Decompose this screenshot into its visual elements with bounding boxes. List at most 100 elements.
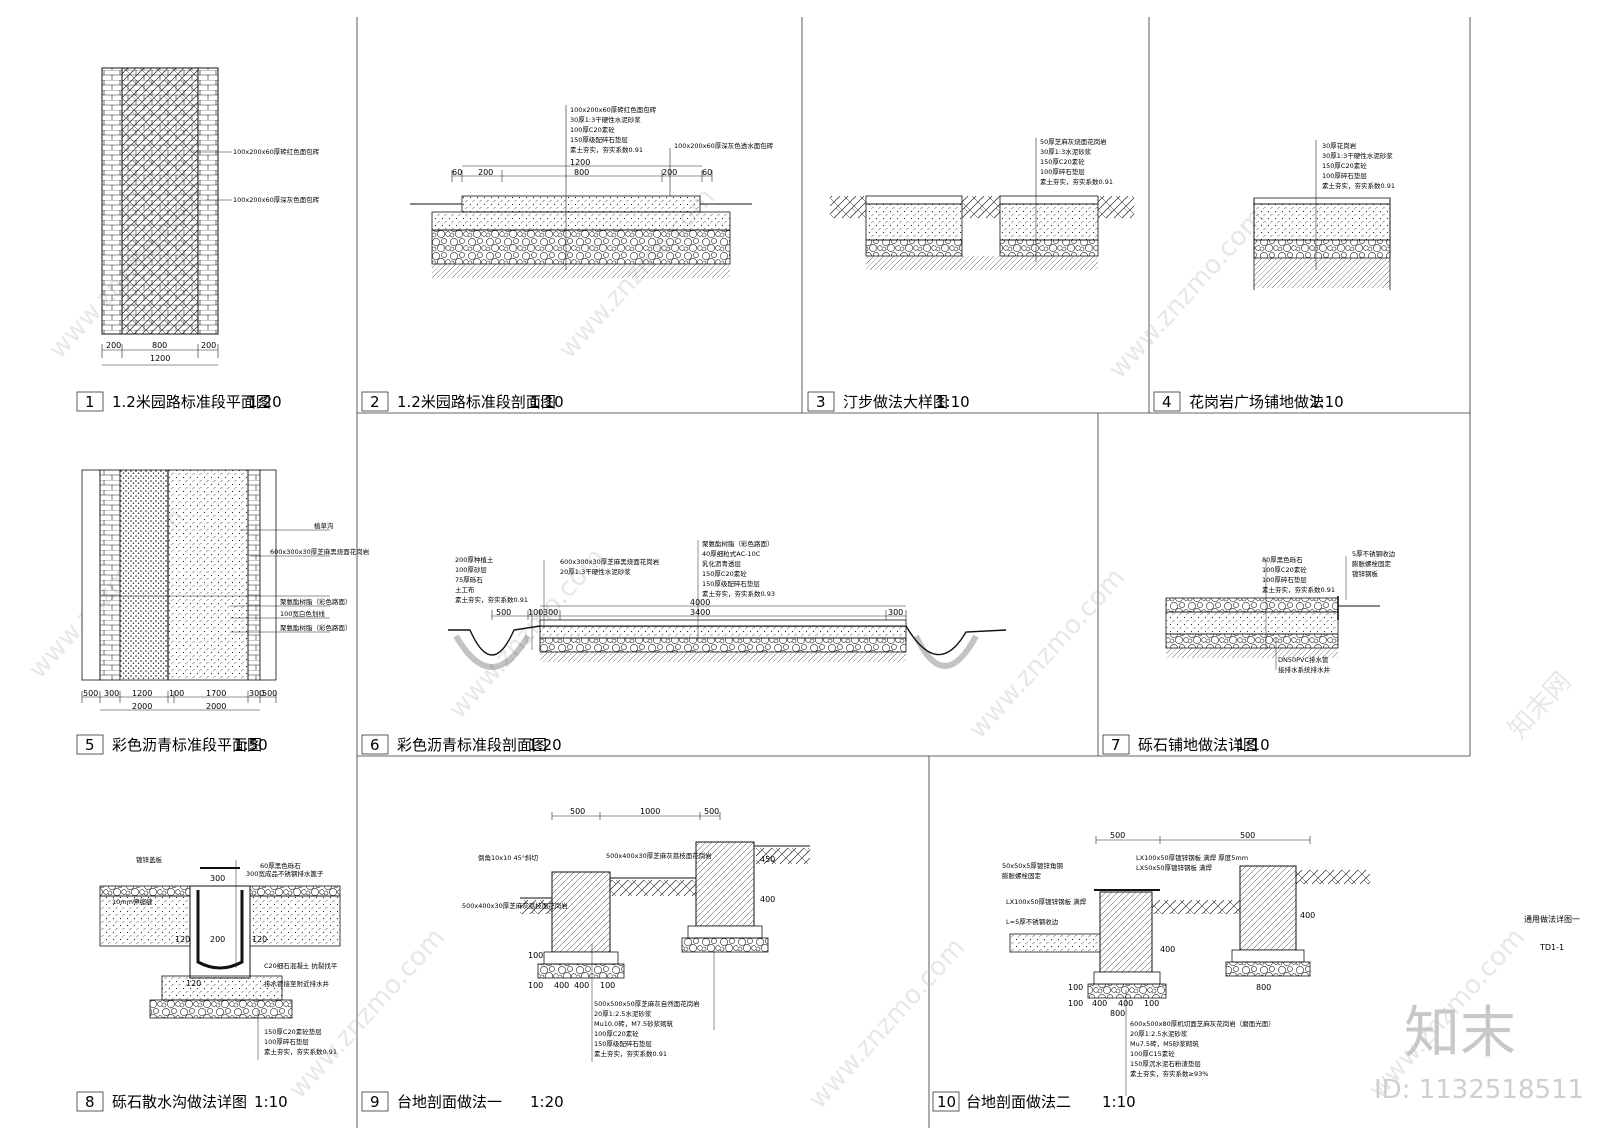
watermark-text: www.znzmo.com	[963, 563, 1131, 745]
panel-2-drawing: 100x200x60厚砖红色面包砖 30厚1:3干硬性水泥砂浆 100厚C20素…	[410, 105, 774, 278]
panel-4-note: 100厚碎石垫层	[1322, 171, 1367, 180]
panel-9-title: 9 台地剖面做法一 1:20	[361, 1091, 564, 1112]
panel-scale: 1:10	[936, 393, 970, 411]
panel-10-note: Mu7.5砖，M5砂浆砌筑	[1130, 1039, 1199, 1048]
panel-2-dim: 200	[662, 168, 677, 177]
panel-10-note: LX50x50厚镀锌钢板 满焊	[1136, 863, 1213, 872]
panel-title: 汀步做法大样图	[843, 393, 948, 411]
panel-6-note: 150厚级配碎石垫层	[702, 579, 760, 588]
sheet-title: 通用做法详图一	[1524, 914, 1580, 924]
panel-10-note: 100厚C15素砼	[1130, 1049, 1175, 1058]
panel-4-note: 30厚花岗岩	[1322, 141, 1357, 150]
panel-number: 3	[816, 393, 826, 411]
panel-10-note: 600x500x80厚机切面芝麻灰花岗岩（磨面光面）	[1130, 1019, 1275, 1028]
panel-title: 砾石铺地做法详图	[1138, 736, 1258, 754]
panel-title: 花岗岩广场铺地做法	[1189, 393, 1324, 411]
panel-5-dim: 500	[262, 689, 277, 698]
panel-10-dim: 500	[1110, 831, 1125, 840]
panel-scale: 1:10	[1310, 393, 1344, 411]
panel-5-dim: 1700	[206, 689, 226, 698]
panel-8-note: 排水管接至附近排水井	[264, 979, 330, 988]
panel-8-dim: 120	[186, 979, 201, 988]
panel-5-title: 5 彩色沥青标准段平面图 1:50	[76, 734, 268, 755]
panel-9-dim: 100	[600, 981, 615, 990]
panel-number: 5	[85, 736, 95, 754]
panel-6-title: 6 彩色沥青标准段剖面图 1:20	[361, 734, 562, 755]
panel-8-note: 60厚黑色砾石	[260, 861, 301, 870]
panel-4-note: 素土夯实，夯实系数0.91	[1322, 181, 1395, 190]
panel-5-dim: 500	[83, 689, 98, 698]
panel-title: 1.2米园路标准段剖面图	[397, 393, 556, 411]
panel-2-dim: 800	[574, 168, 589, 177]
panel-6-dim: 300	[543, 608, 558, 617]
watermark-text: www.znzmo.com	[803, 933, 971, 1115]
panel-10-title: 10 台地剖面做法二 1:10	[932, 1091, 1136, 1112]
panel-10-dim: 100	[1068, 983, 1083, 992]
panel-2-note: 100x200x60厚深灰色透水面包砖	[674, 141, 774, 150]
panel-scale: 1:10	[1236, 736, 1270, 754]
panel-6-note: 600x300x30厚芝麻黑烧面花岗岩	[560, 557, 660, 566]
panel-number: 6	[370, 736, 380, 754]
panel-3-note: 100厚碎石垫层	[1040, 167, 1085, 176]
watermark-cn: 知末网	[1503, 667, 1577, 745]
panel-title: 1.2米园路标准段平面图	[112, 393, 271, 411]
panel-5-note: 聚氨酯树脂（彩色路面）	[280, 623, 352, 632]
panel-10-dim: 100	[1144, 999, 1159, 1008]
panel-1-drawing: 100x200x60厚砖红色面包砖 100x200x60厚深灰色面包砖 200 …	[101, 67, 320, 366]
panel-10-dim: 500	[1240, 831, 1255, 840]
panel-scale: 1:50	[234, 736, 268, 754]
panel-2-dim: 60	[452, 168, 462, 177]
panel-10-note: 50x50x5厚镀锌角钢	[1002, 861, 1063, 870]
panel-5-note: 植草沟	[314, 521, 334, 530]
panel-5-dim: 300	[249, 689, 264, 698]
watermark-text: www.znzmo.com	[283, 923, 451, 1105]
panel-4-note: 30厚1:3干硬性水泥砂浆	[1322, 151, 1393, 160]
panel-8-note: 素土夯实，夯实系数0.91	[264, 1047, 337, 1056]
panel-10-note: LX100x50厚镀锌钢板 满焊 厚度5mm	[1136, 853, 1248, 862]
panel-7-note: 100厚C20素砼	[1262, 565, 1307, 574]
panel-6-drawing: 200厚种植土 100厚砂层 75厚砾石 土工布 素土夯实，夯实系数0.91 6…	[448, 539, 1007, 670]
panel-9-dim: 400	[574, 981, 589, 990]
panel-9-drawing: 500x400x30厚芝麻灰荔枝面花岗岩 倒角10x10 45°斜切 500x4…	[462, 807, 810, 1062]
brand-watermark: 知末 ID: 1132518511	[1374, 1001, 1584, 1105]
panel-8-note: 镀锌盖板	[136, 855, 163, 864]
panel-8-note: 300宽成品不锈钢排水篦子	[246, 869, 324, 878]
panel-9-note: 500x500x50厚芝麻灰自然面花岗岩	[594, 999, 700, 1008]
panel-10-dim: 800	[1110, 1009, 1125, 1018]
panel-7-note: 接排水系统排水井	[1278, 665, 1331, 674]
panel-7-note: 100厚碎石垫层	[1262, 575, 1307, 584]
panel-8-dim: 120	[175, 935, 190, 944]
panel-number: 2	[370, 393, 380, 411]
panel-2-note: 150厚级配碎石垫层	[570, 135, 628, 144]
panel-scale: 1:10	[254, 1093, 288, 1111]
panel-1-note: 100x200x60厚深灰色面包砖	[233, 195, 320, 204]
panel-title: 彩色沥青标准段平面图	[112, 736, 262, 754]
panel-8-note: 100厚碎石垫层	[264, 1037, 309, 1046]
brand-id: ID: 1132518511	[1374, 1075, 1584, 1105]
panel-6-note: 200厚种植土	[455, 555, 494, 564]
panel-title: 砾石散水沟做法详图	[112, 1093, 247, 1111]
panel-2-dim: 60	[702, 168, 712, 177]
panel-2-note: 素土夯实，夯实系数0.91	[570, 145, 643, 154]
panel-9-note: 500x400x30厚芝麻灰荔枝面花岗岩	[606, 851, 712, 860]
panel-9-note: 150厚级配碎石垫层	[594, 1039, 652, 1048]
panel-9-dim: 400	[760, 895, 775, 904]
panel-title: 台地剖面做法二	[966, 1093, 1071, 1111]
sheet-info: 通用做法详图一 TD1-1	[1524, 914, 1580, 952]
panel-9-note: 素土夯实，夯实系数0.91	[594, 1049, 667, 1058]
panel-9-dim: 500	[704, 807, 719, 816]
panel-10-note: L=5厚不锈钢收边	[1006, 917, 1059, 926]
panel-5-drawing: 植草沟 600x300x30厚芝麻黑烧面花岗岩 聚氨酯树脂（彩色路面） 100宽…	[81, 469, 370, 711]
panel-8-title: 8 砾石散水沟做法详图 1:10	[76, 1091, 288, 1112]
panel-number: 7	[1111, 736, 1121, 754]
panel-9-note: Mu10.0砖，M7.5砂浆砌筑	[594, 1019, 674, 1028]
panel-3-note: 150厚C20素砼	[1040, 157, 1085, 166]
panel-3-note: 30厚1:3水泥砂浆	[1040, 147, 1092, 156]
panel-9-note: 500x400x30厚芝麻灰荔枝面花岗岩	[462, 901, 568, 910]
panel-6-note: 20厚1:3干硬性水泥砂浆	[560, 567, 631, 576]
panel-6-note: 素土夯实，夯实系数0.93	[702, 589, 775, 598]
panel-10-dim: 800	[1256, 983, 1271, 992]
panel-2-title: 2 1.2米园路标准段剖面图 1:10	[361, 391, 564, 412]
panel-5-note: 100宽白色划线	[280, 609, 325, 618]
